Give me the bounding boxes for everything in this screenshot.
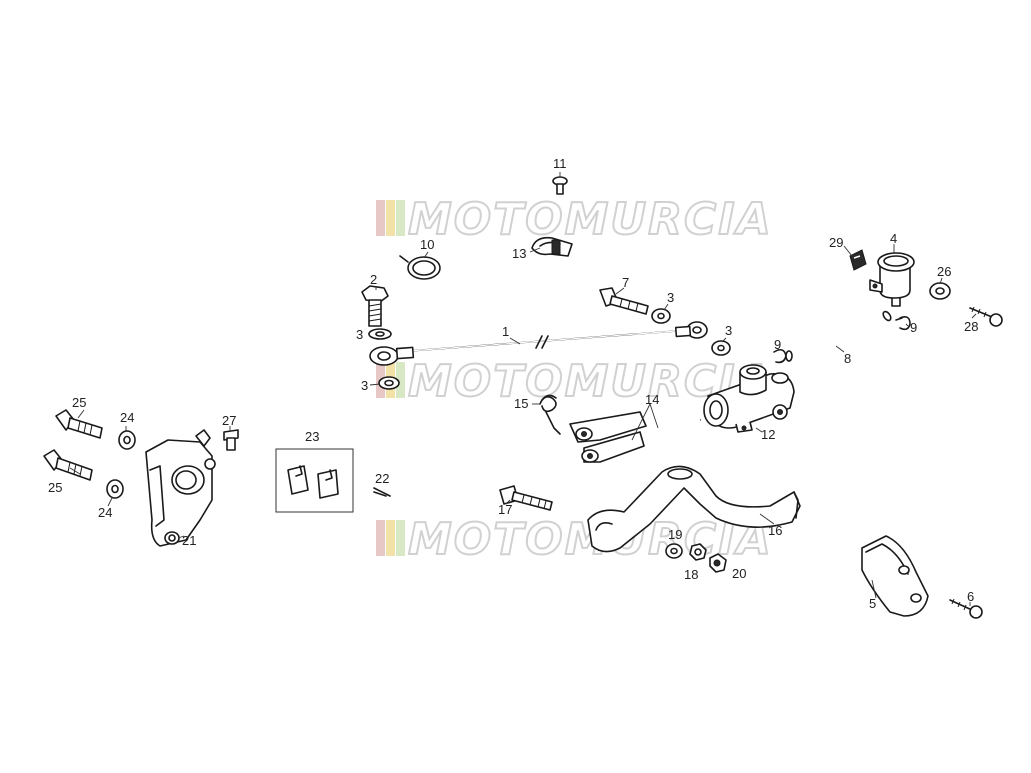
label-part-23: 23 — [305, 429, 319, 444]
part-20-nut — [709, 553, 727, 573]
watermark-text: MOTOMURCIA — [408, 194, 773, 245]
part-26-grommet — [929, 282, 951, 300]
label-part-3: 3 — [361, 378, 368, 393]
watermark-top: MOTOMURCIA — [376, 193, 773, 246]
part-1-brake-hose — [369, 321, 708, 366]
label-part-24: 24 — [120, 410, 134, 425]
part-7-banjo-bolt — [599, 287, 649, 315]
label-part-12: 12 — [761, 427, 775, 442]
watermark-stripe-red — [376, 520, 385, 556]
part-29-clip — [849, 249, 867, 271]
label-part-5: 5 — [869, 596, 876, 611]
part-17-pivot-bolt — [499, 485, 553, 511]
label-part-14: 14 — [645, 392, 659, 407]
label-part-9: 9 — [910, 320, 917, 335]
label-part-1: 1 — [502, 324, 509, 339]
label-part-3: 3 — [356, 327, 363, 342]
part-4-fluid-reservoir — [869, 252, 915, 307]
part-5-cover — [861, 535, 929, 617]
part-23-brake-pads — [275, 448, 354, 513]
part-10-clip — [399, 255, 441, 280]
part-3-washer-top — [368, 328, 392, 340]
part-8-reservoir-hose — [785, 310, 892, 362]
label-part-6: 6 — [967, 589, 974, 604]
label-part-8: 8 — [844, 351, 851, 366]
label-part-28: 28 — [964, 319, 978, 334]
label-part-26: 26 — [937, 264, 951, 279]
part-3-washer-right-2 — [711, 340, 731, 356]
part-22-pin — [373, 487, 391, 497]
watermark-stripe-green — [396, 200, 405, 236]
part-15-return-spring — [539, 394, 561, 435]
watermark-middle: MOTOMURCIA — [376, 355, 773, 408]
part-3-washer-lower — [378, 376, 400, 390]
part-13-hose-clamp — [531, 236, 573, 257]
part-21-brake-caliper — [145, 429, 216, 547]
part-6-screw — [949, 598, 983, 619]
part-19-washer — [665, 543, 683, 559]
label-part-17: 17 — [498, 502, 512, 517]
part-25-bolt-bottom — [43, 449, 93, 481]
watermark-stripe-yellow — [386, 520, 395, 556]
part-18-nut — [689, 543, 707, 561]
part-2-bolt — [361, 285, 389, 327]
label-part-15: 15 — [514, 396, 528, 411]
watermark-stripe-yellow — [386, 200, 395, 236]
watermark-text: MOTOMURCIA — [408, 356, 773, 407]
label-part-27: 27 — [222, 413, 236, 428]
label-part-10: 10 — [420, 237, 434, 252]
watermark-stripe-green — [396, 520, 405, 556]
label-part-25: 25 — [72, 395, 86, 410]
label-part-2: 2 — [370, 272, 377, 287]
label-part-3: 3 — [725, 323, 732, 338]
leader-lines — [69, 172, 977, 606]
part-labels: 1 2 3 3 3 3 4 5 6 7 8 9 9 10 11 12 13 14… — [48, 156, 978, 611]
label-part-20: 20 — [732, 566, 746, 581]
label-part-25: 25 — [48, 480, 62, 495]
label-part-16: 16 — [768, 523, 782, 538]
part-12-master-cylinder — [703, 364, 795, 433]
label-part-24: 24 — [98, 505, 112, 520]
label-part-19: 19 — [668, 527, 682, 542]
label-part-18: 18 — [684, 567, 698, 582]
label-part-7: 7 — [622, 275, 629, 290]
part-9-hose-clip-right — [895, 316, 911, 331]
part-25-bolt-top — [55, 409, 103, 439]
part-11-screw — [552, 176, 568, 195]
label-part-22: 22 — [375, 471, 389, 486]
part-28-screw — [969, 306, 1003, 327]
label-part-3: 3 — [667, 290, 674, 305]
label-part-11: 11 — [553, 156, 567, 171]
part-24-washer-top — [118, 430, 136, 450]
watermark-stripe-red — [376, 200, 385, 236]
label-part-9: 9 — [774, 337, 781, 352]
part-27-bleed-screw — [223, 429, 239, 451]
part-24-washer-bottom — [106, 479, 124, 499]
watermark-stripe-green — [396, 362, 405, 398]
label-part-21: 21 — [182, 533, 196, 548]
part-16-brake-pedal — [587, 465, 801, 553]
label-part-4: 4 — [890, 231, 897, 246]
label-part-13: 13 — [512, 246, 526, 261]
part-3-washer-right-1 — [651, 308, 671, 324]
label-part-29: 29 — [829, 235, 843, 250]
part-14-pushrod — [569, 411, 701, 463]
